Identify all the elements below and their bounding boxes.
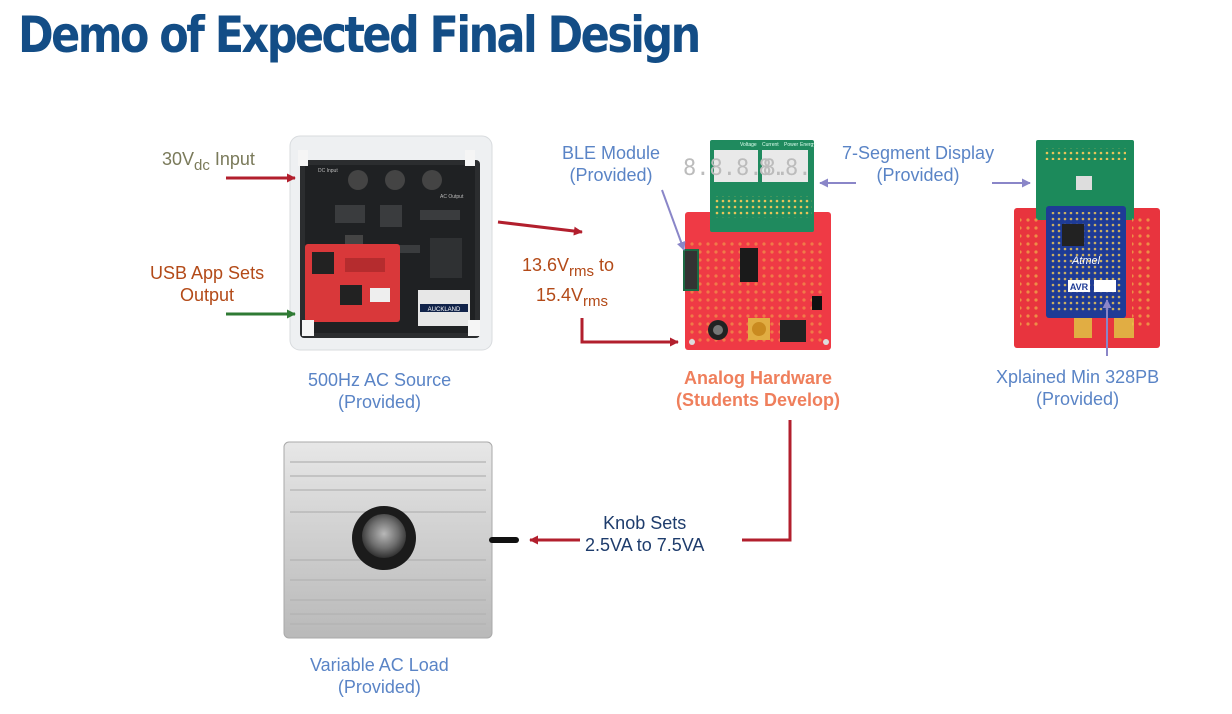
usb-app-label: USB App SetsOutput bbox=[150, 262, 264, 306]
segment-header-voltage: Voltage bbox=[740, 142, 757, 148]
segment-header-power: Power bbox=[784, 142, 799, 148]
analog-hardware-label: Analog Hardware(Students Develop) bbox=[676, 367, 840, 411]
xplained-chip-atmel: Atmel bbox=[1071, 255, 1101, 267]
ac-load-label: Variable AC Load(Provided) bbox=[310, 654, 449, 698]
arrow-ble-pointer bbox=[662, 190, 684, 250]
segment-header-energy: Energy bbox=[800, 142, 816, 148]
board-logo-text: AUCKLAND bbox=[428, 307, 461, 313]
seven-segment-digits: 8.8.8.8. 8.8. bbox=[683, 150, 811, 182]
ac-source-image: AUCKLAND DC Input AC Output bbox=[290, 136, 492, 350]
segment-header-current: Current bbox=[762, 142, 779, 148]
svg-text:8.8.: 8.8. bbox=[759, 156, 812, 181]
xplained-label: Xplained Min 328PB(Provided) bbox=[996, 366, 1159, 410]
arrow-source-to-voltage bbox=[498, 222, 582, 232]
voltage-range-label: 13.6Vrms to 15.4Vrms bbox=[522, 254, 614, 306]
xplained-board-image: Atmel AVR bbox=[1014, 140, 1160, 348]
analog-hardware-image: 8.8.8.8. 8.8. Voltage Current Power Ener… bbox=[683, 140, 831, 350]
ac-load-image bbox=[284, 442, 516, 638]
board-dc-label: DC Input bbox=[318, 168, 338, 174]
knob-sets-label: Knob Sets2.5VA to 7.5VA bbox=[585, 512, 704, 556]
arrow-voltage-to-analog bbox=[582, 318, 678, 342]
ble-module-label: BLE Module(Provided) bbox=[562, 142, 660, 186]
xplained-chip-avr: AVR bbox=[1070, 282, 1089, 292]
board-ac-label: AC Output bbox=[440, 194, 464, 200]
segment-display-label: 7-Segment Display(Provided) bbox=[842, 142, 994, 186]
ac-source-label: 500Hz AC Source(Provided) bbox=[308, 369, 451, 413]
dc-input-label: 30Vdc Input bbox=[162, 148, 255, 170]
